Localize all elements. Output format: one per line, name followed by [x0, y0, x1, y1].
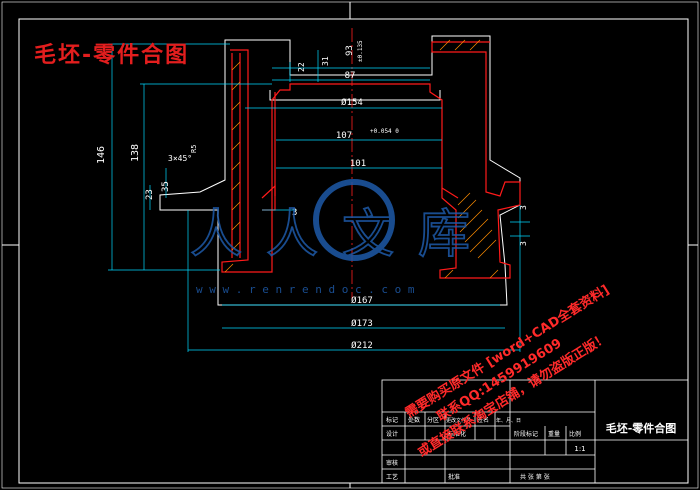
- drawing-border: [18, 18, 689, 484]
- title-block-scale: 1:1: [574, 445, 585, 453]
- tb-header-5: 年、月、日: [496, 417, 521, 424]
- dim-167: Ø167: [351, 295, 373, 306]
- dim-3-left: 3: [292, 208, 297, 218]
- dim-138: 138: [130, 144, 141, 162]
- tb-header-1: 处数: [408, 416, 420, 424]
- dim-23: 23: [145, 189, 155, 200]
- dim-radius: R5: [190, 145, 198, 153]
- blank-outline: [159, 35, 521, 306]
- dim-146: 146: [96, 146, 107, 164]
- title-overlay: 毛坯-零件合图: [34, 42, 189, 68]
- dim-107: 107: [336, 131, 352, 141]
- tb-ratio: 比例: [569, 430, 581, 438]
- tb-header-2: 分区: [427, 416, 439, 424]
- tb-process: 工艺: [386, 473, 398, 481]
- watermark-url: w w w . r e n r e n d o c . c o m: [196, 283, 415, 296]
- dim-22: 22: [297, 62, 306, 72]
- tb-sheets: 共 张 第 张: [520, 473, 550, 481]
- part-outline: [221, 41, 521, 279]
- dim-173: Ø173: [351, 318, 373, 329]
- tb-header-3: 更改文件号: [446, 417, 471, 424]
- dim-101: 101: [350, 159, 366, 169]
- dim-93: 93: [345, 45, 355, 56]
- tb-header-4: 签名: [477, 416, 489, 424]
- tb-approve: 批准: [448, 473, 460, 481]
- tb-standard: 标准化: [448, 430, 466, 438]
- tb-header-0: 标记: [386, 416, 398, 424]
- tb-weight: 重量: [548, 430, 560, 438]
- watermark-ring-icon: [313, 179, 395, 261]
- hatch-pattern: [224, 39, 499, 279]
- title-block-frame: [381, 379, 689, 484]
- dim-93-tol: ±0.135: [357, 40, 364, 62]
- watermark-logo-text: 人人文库: [190, 205, 494, 265]
- dimension-lines: [108, 43, 530, 352]
- dim-3-right-a: 3: [519, 205, 528, 210]
- dim-31: 31: [321, 56, 330, 66]
- tb-stage: 阶段标记: [514, 430, 538, 438]
- tb-review: 审核: [386, 459, 398, 467]
- dim-35: 35: [161, 181, 171, 192]
- title-block-part-name: 毛坯-零件合图: [606, 421, 677, 435]
- dim-212: Ø212: [351, 340, 373, 351]
- dim-87: 87: [345, 71, 356, 81]
- tb-design: 设计: [386, 430, 398, 438]
- dim-107-tol: +0.054 0: [370, 128, 399, 135]
- dim-chamfer: 3×45°: [168, 154, 192, 163]
- dim-154: Ø154: [341, 97, 363, 108]
- dim-3-right-b: 3: [519, 241, 528, 246]
- watermark-logo: 人人文库 w w w . r e n r e n d o c . c o m: [189, 179, 494, 296]
